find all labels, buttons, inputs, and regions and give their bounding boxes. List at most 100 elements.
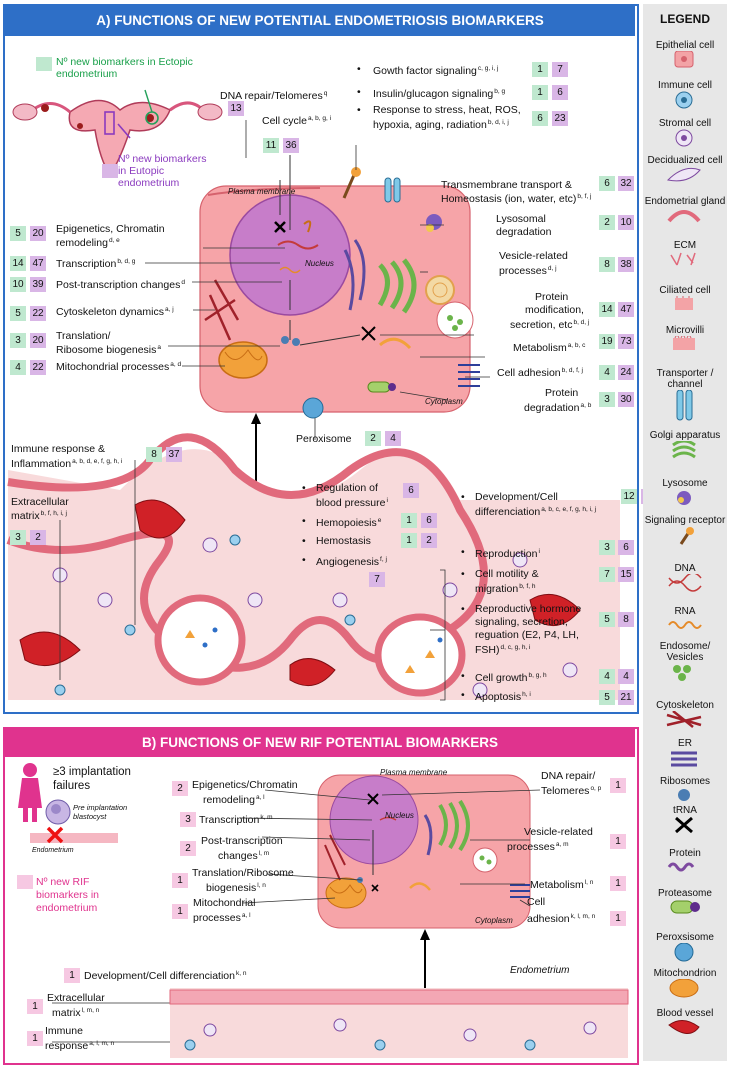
label-protdeg1: Protein — [545, 387, 579, 399]
legend-item-label: DNA — [674, 563, 696, 574]
count-badge-dev-k: 1 — [64, 968, 80, 983]
legend-item-label: Protein — [669, 848, 701, 859]
count-badge-insulin-p: 6 — [552, 85, 568, 100]
count-badge-adhesion-g: 4 — [599, 365, 615, 380]
uterus-graphic — [12, 89, 223, 177]
label-insulin: Insulin/glucagon signalingb, g — [373, 88, 506, 100]
label-lyso1: Lysosomal — [496, 213, 546, 225]
bullet-apopt: • — [461, 689, 465, 701]
label-trans2: biogenesisl, n — [206, 882, 266, 894]
label-dna1: DNA repair/ — [541, 770, 596, 782]
legend-item: Ribosomes — [643, 776, 727, 812]
label-mito2: processesa, l — [193, 912, 251, 924]
legend-item-label: tRNA — [673, 805, 697, 816]
label-mito: Mitochondrial processesa, d — [56, 361, 182, 373]
count-badge-motil1-g: 7 — [599, 567, 615, 582]
count-badge-epi1-k: 2 — [172, 781, 188, 796]
label-metab: Metabolisml, n — [530, 879, 594, 891]
label-vesicle2: processesd, j — [499, 265, 557, 277]
label-protmod3: secretion, etcb, d, j — [510, 319, 590, 331]
label-transl1: Translation/ — [56, 330, 111, 342]
legend-item: Golgi apparatus — [643, 430, 727, 466]
legend-item: Signaling receptor — [643, 515, 727, 551]
bullet-growth2: • — [461, 670, 465, 682]
count-badge-cellcycle-g: 11 — [263, 138, 279, 153]
count-badge-protmod1-g: 14 — [599, 302, 615, 317]
legend-item-label: Microvilli — [665, 325, 705, 336]
count-badge-hemopo-p: 6 — [421, 513, 437, 528]
count-badge-ves1-k: 1 — [610, 834, 626, 849]
label-cellcycle: Cell cyclea, b, g, i — [262, 115, 332, 127]
count-badge-dev1-g: 12 — [621, 489, 637, 504]
label-metab: Metabolisma, b, c — [513, 342, 586, 354]
legend-item: Mitochondrion — [643, 968, 727, 1004]
legend-icon — [674, 50, 694, 68]
label-apopt: Apoptosish, i — [475, 691, 531, 703]
label-epi1: Epigenetics/Chromatin — [192, 779, 298, 791]
panel-b-title: B) FUNCTIONS OF NEW RIF POTENTIAL BIOMAR… — [5, 729, 635, 757]
bullet-angio: • — [302, 554, 306, 566]
legend-icon — [673, 665, 691, 681]
count-badge-cyto-g: 5 — [10, 306, 26, 321]
count-badge-lyso1-g: 2 — [599, 215, 615, 230]
legend-item-label: Proteasome — [658, 888, 712, 899]
legend-icon — [675, 129, 693, 147]
legend-item: Transporter / channel — [643, 368, 727, 427]
legend-item-label: Ciliated cell — [659, 285, 711, 296]
legend-icon — [671, 751, 697, 767]
count-badge-cellcycle-p: 36 — [283, 138, 299, 153]
label-hormone4: FSH)d, c, g, h, i — [475, 644, 531, 656]
label-vesicle1: Vesicle-related — [499, 250, 568, 262]
label-epi2: remodelinga, l — [203, 794, 265, 806]
count-badge-immune1-g: 8 — [146, 447, 162, 462]
label-ecm2: matrixl, m, n — [52, 1007, 100, 1019]
label-ves2: processesa, m — [507, 841, 569, 853]
label-immune1: Immune response & — [11, 443, 105, 455]
legend-item-label: Lysosome — [662, 478, 708, 489]
legend-item: Endometrial gland — [643, 196, 727, 232]
label-motil1: Cell motility & — [475, 568, 539, 580]
label-transcription: Transcriptionb, d, g — [56, 258, 136, 270]
label-dev1: Development/Cell — [475, 491, 558, 503]
count-badge-repro-p: 6 — [618, 540, 634, 555]
legend-icon — [672, 439, 696, 459]
count-badge-ecm1-k: 1 — [27, 999, 43, 1014]
bullet-dev1: • — [461, 491, 465, 503]
legend-item-label: Cytoskeleton — [656, 700, 714, 711]
legend-item-label: Decidualized cell — [647, 155, 723, 166]
count-badge-posttx-p: 39 — [30, 277, 46, 292]
legend-title: LEGEND — [659, 12, 710, 26]
count-badge-apopt-g: 5 — [599, 690, 615, 705]
count-badge-growth2-g: 4 — [599, 669, 615, 684]
legend-icon — [675, 294, 693, 310]
label-cyto: Cytoskeleton dynamicsa, j — [56, 306, 174, 318]
legend-item: Proteasome — [643, 888, 727, 924]
label-hormone1: Reproductive hormone — [475, 603, 582, 615]
legend-item-label: Ribosomes — [659, 776, 711, 787]
count-badge-motil1-p: 15 — [618, 567, 634, 582]
label-epi1: Epigenetics, Chromatin — [56, 223, 165, 235]
legend-item: Epithelial cell — [643, 40, 727, 76]
bullet-growth: • — [357, 63, 361, 75]
legend-item: Endosome/ Vesicles — [643, 641, 727, 688]
legend-icon — [668, 1020, 700, 1034]
count-badge-trans1-k: 1 — [172, 873, 188, 888]
label-stress1: Response to stress, heat, ROS, — [373, 104, 521, 116]
legend-item-label: Blood vessel — [656, 1008, 714, 1019]
count-badge-transcription-g: 14 — [10, 256, 26, 271]
label-ves1: Vesicle-related — [524, 826, 593, 838]
b-nucleus-label: Nucleus — [385, 811, 414, 820]
count-badge-transl1-p: 20 — [30, 333, 46, 348]
legend-item-label: Epithelial cell — [655, 40, 715, 51]
count-badge-epi1-p: 20 — [30, 226, 46, 241]
count-badge-dna1-k: 1 — [610, 778, 626, 793]
label-post2: changesl, m — [218, 850, 270, 862]
count-badge-transcription-p: 47 — [30, 256, 46, 271]
bullet-stress1: • — [357, 104, 361, 116]
label-adh1: Cell — [527, 896, 546, 908]
legend-icon — [678, 789, 690, 801]
